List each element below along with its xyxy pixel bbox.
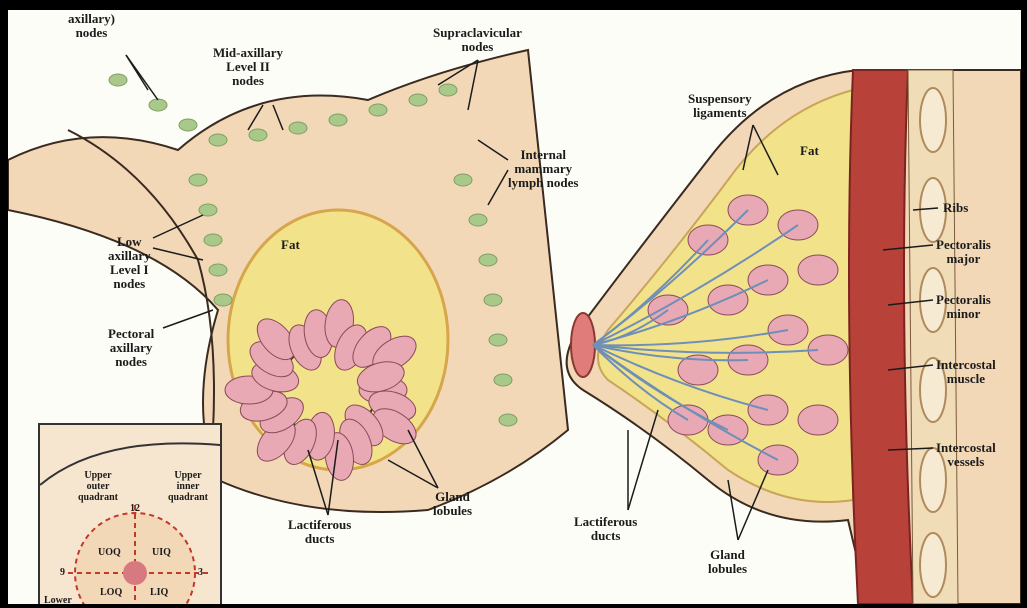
lymph-node xyxy=(484,294,502,306)
lymph-node xyxy=(439,84,457,96)
label-axillary-top: axillary)nodes xyxy=(68,12,115,40)
gland-lobule xyxy=(798,405,838,435)
lymph-node xyxy=(149,99,167,111)
nipple xyxy=(571,313,595,377)
pectoralis-muscle xyxy=(849,70,913,604)
lymph-node xyxy=(204,234,222,246)
lymph-node xyxy=(454,174,472,186)
inset-liq: LIQ xyxy=(150,587,168,598)
lymph-node xyxy=(199,204,217,216)
lymph-node xyxy=(469,214,487,226)
lymph-node xyxy=(179,119,197,131)
lymph-node xyxy=(189,174,207,186)
gland-lobule xyxy=(708,285,748,315)
lymph-node xyxy=(249,129,267,141)
inset-twelve: 12 xyxy=(130,503,140,514)
lymph-node xyxy=(209,134,227,146)
label-fat-sagittal: Fat xyxy=(800,144,819,158)
lymph-node xyxy=(329,114,347,126)
label-ribs: Ribs xyxy=(943,201,968,215)
label-fat-frontal: Fat xyxy=(281,238,300,252)
inset-uoq: UOQ xyxy=(98,547,121,558)
lymph-node xyxy=(369,104,387,116)
lymph-node xyxy=(109,74,127,86)
lymph-node xyxy=(409,94,427,106)
lymph-node xyxy=(494,374,512,386)
inset-lower: Lower xyxy=(44,595,72,604)
quadrant-diagram xyxy=(40,425,220,604)
lymph-node xyxy=(499,414,517,426)
gland-lobule xyxy=(798,255,838,285)
lymph-node xyxy=(479,254,497,266)
lymph-node xyxy=(214,294,232,306)
lymph-node xyxy=(209,264,227,276)
lymph-node xyxy=(289,122,307,134)
rib xyxy=(920,533,946,597)
inset-three: 3 xyxy=(198,567,203,578)
inset-loq: LOQ xyxy=(100,587,122,598)
inset-uiq: UIQ xyxy=(152,547,171,558)
rib xyxy=(920,88,946,152)
lymph-node xyxy=(489,334,507,346)
inset-nine: 9 xyxy=(60,567,65,578)
